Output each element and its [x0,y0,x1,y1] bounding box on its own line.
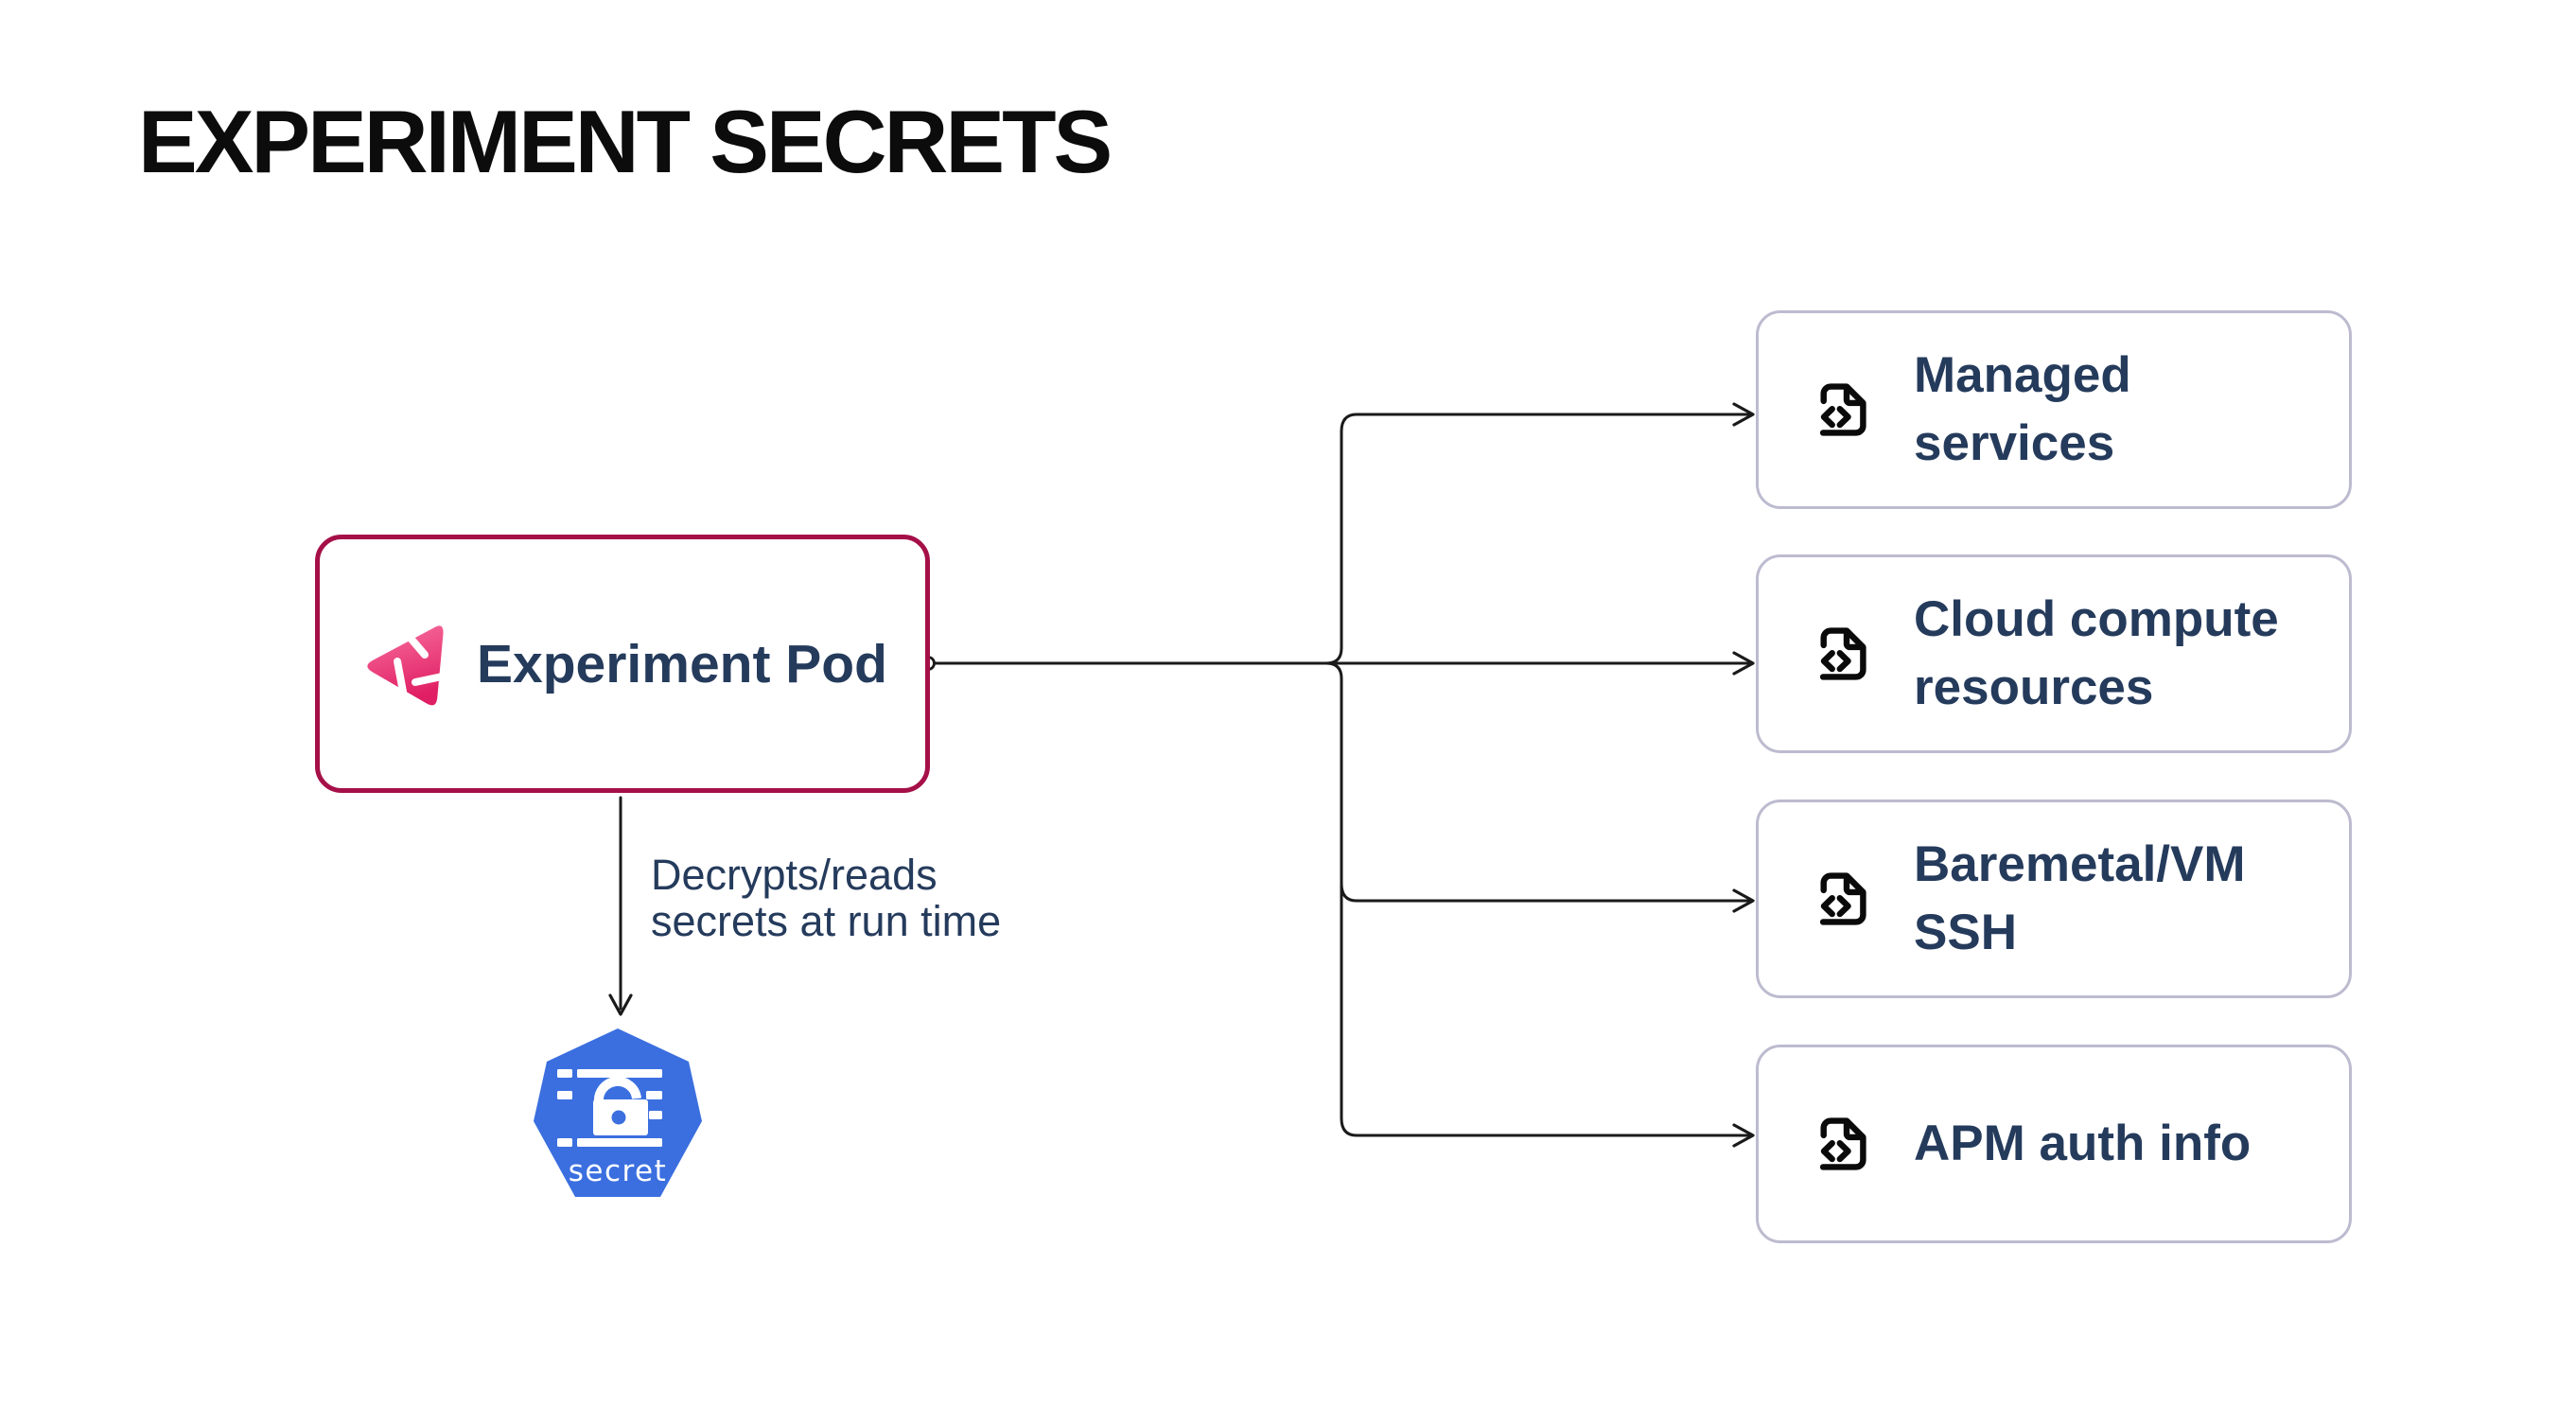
experiment-pod-label: Experiment Pod [477,633,887,694]
target-label: Baremetal/VM SSH [1914,836,2246,960]
file-code-icon [1819,1117,1866,1170]
litmus-chaos-logo-icon [367,624,448,705]
file-code-icon [1819,627,1866,680]
arrowhead-4 [1732,1123,1755,1148]
experiment-pod-node: Experiment Pod [315,535,930,793]
target-node-baremetal-vm-ssh: Baremetal/VM SSH [1756,800,2352,998]
secret-lock-icon [557,1069,662,1147]
arrowhead-3 [1732,888,1755,913]
kubernetes-secret-node: secret [534,1028,702,1197]
target-node-apm-auth-info: APM auth info [1756,1045,2352,1243]
target-label: Cloud compute resources [1914,591,2279,715]
arrowhead-down [608,993,633,1016]
arrow-branch-bottom [1340,677,1751,1137]
secret-annotation: Decrypts/reads secrets at run time [651,851,1002,945]
target-node-cloud-compute: Cloud compute resources [1756,554,2352,753]
arrow-branch-third [1324,661,1751,903]
file-code-icon [1819,872,1866,925]
file-code-icon [1819,383,1866,436]
page-title: EXPERIMENT SECRETS [138,92,1113,191]
secret-label: secret [569,1154,668,1188]
arrowhead-1 [1732,402,1755,427]
arrowhead-2 [1732,651,1755,676]
arrow-branch-top [1324,413,1751,665]
target-label: Managed services [1914,347,2131,471]
target-node-managed-services: Managed services [1756,310,2352,509]
target-label: APM auth info [1914,1116,2252,1171]
